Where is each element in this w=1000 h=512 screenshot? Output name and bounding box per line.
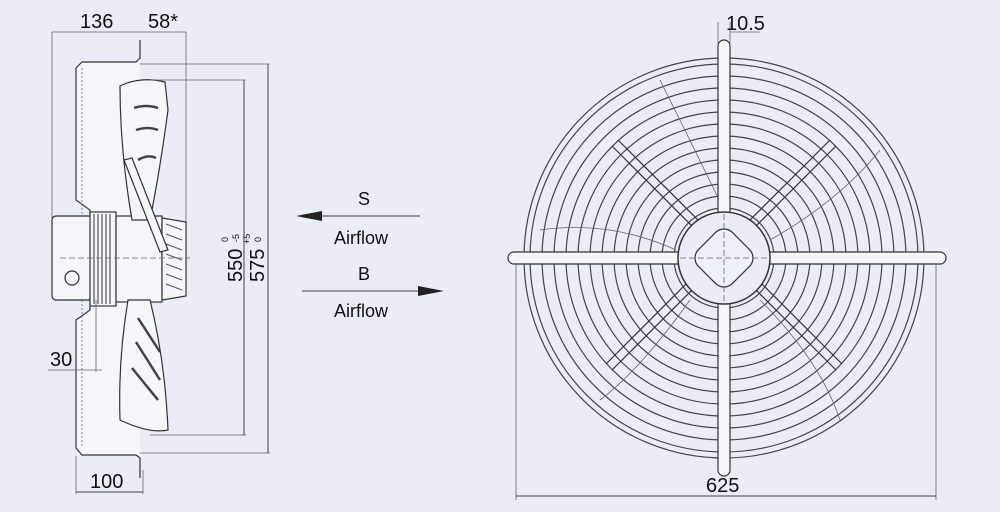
dim-guard-diameter: 575 — [247, 249, 269, 282]
dim-overall: 250 — [110, 509, 143, 512]
guard-tol-lower: 0 — [253, 237, 263, 242]
dim-blade-diameter: 550 — [225, 249, 247, 282]
blade-tol-upper: 0 — [220, 237, 230, 242]
airflow-s-text: Airflow — [334, 228, 389, 248]
fan-blade-lower — [119, 299, 169, 432]
side-view: 136 58* — [48, 11, 270, 512]
arrow-right-icon — [418, 286, 444, 296]
airflow-b-label: B — [358, 264, 370, 284]
fan-blade-upper — [119, 79, 169, 221]
airflow-legend: S Airflow B Airflow — [296, 189, 444, 321]
fan-blades-front — [539, 79, 881, 421]
blade-tol-lower: -5 — [231, 234, 241, 242]
front-view: 10.5 625 — [507, 13, 947, 500]
dim-overall-width: 625 — [706, 475, 739, 497]
dim-slot-width: 10.5 — [726, 13, 765, 35]
arrow-left-icon — [296, 211, 322, 221]
dim-flange: 30 — [50, 349, 72, 371]
airflow-s-label: S — [358, 189, 370, 209]
dim-depth-front: 58* — [148, 11, 178, 33]
dim-ring-depth: 100 — [90, 471, 123, 493]
airflow-b-text: Airflow — [334, 301, 389, 321]
guard-tol-upper: +5 — [242, 234, 252, 244]
hub-rotor — [161, 217, 187, 301]
dim-depth-total: 136 — [80, 11, 113, 33]
hub-center — [694, 228, 754, 288]
